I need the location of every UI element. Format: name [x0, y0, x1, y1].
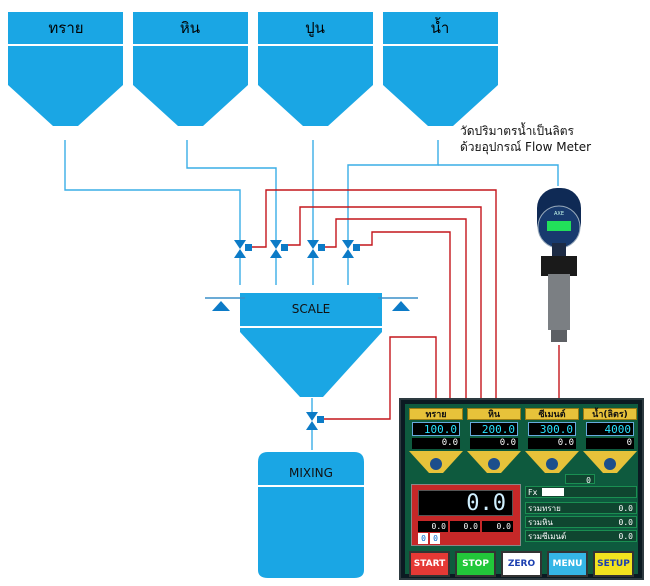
hmi-cone-icon [525, 451, 579, 473]
hmi-card-water: น้ำ(ลิตร) 4000 0 [583, 408, 637, 482]
hmi-card-stone: หิน 200.0 0.0 [467, 408, 521, 482]
hmi-card-cement: ซีเมนต์ 300.0 0.0 [525, 408, 579, 482]
hmi-panel: ทราย 100.0 0.0 หิน 200.0 0.0 ซีเมนต์ 300… [399, 398, 644, 580]
small-value: 0.0 [482, 521, 513, 532]
hmi-card-sand: ทราย 100.0 0.0 [409, 408, 463, 482]
fx-input[interactable] [542, 488, 564, 496]
flow-note-line1: วัดปริมาตรน้ำเป็นลิตร [460, 124, 574, 138]
small-value: 0 [430, 533, 440, 544]
total-row-stone: รวมหิน 0.0 [525, 516, 637, 528]
setpoint-field[interactable]: 100.0 [412, 422, 460, 436]
flow-meter-icon [537, 188, 581, 342]
total-value: 0.0 [618, 518, 633, 527]
hmi-card-head: หิน [467, 408, 521, 420]
hmi-screen: ทราย 100.0 0.0 หิน 200.0 0.0 ซีเมนต์ 300… [405, 404, 638, 577]
flow-note-line2: ด้วยอุปกรณ์ Flow Meter [460, 140, 592, 154]
hopper-label-water: น้ำ [431, 17, 450, 37]
fx-label: Fx [528, 488, 538, 497]
setpoint-field[interactable]: 4000 [586, 422, 634, 436]
feed-pipes [64, 140, 559, 450]
hmi-card-head: ทราย [409, 408, 463, 420]
mixer-tank [258, 452, 364, 578]
total-label: รวมหิน [528, 518, 553, 527]
total-value: 0.0 [618, 532, 633, 541]
top-right-value: 0 [586, 476, 591, 485]
weight-readout: 0.0 [418, 490, 513, 516]
totals-grid: 0 Fx รวมทราย 0.0 รวมหิน 0.0 รวมซีเมนต์ 0… [525, 474, 637, 544]
valve-sand [234, 240, 252, 258]
total-label: รวมซีเมนต์ [528, 532, 567, 541]
hopper-label-stone: หิน [180, 19, 200, 37]
hopper-label-sand: ทราย [48, 19, 83, 37]
valve-stone [270, 240, 288, 258]
zero-button[interactable]: ZERO [501, 551, 542, 577]
hopper-label-cement: ปูน [305, 19, 325, 37]
small-value: 0.0 [418, 521, 448, 532]
setpoint-field[interactable]: 300.0 [528, 422, 576, 436]
hmi-cone-icon [467, 451, 521, 473]
weight-display-box: 0.0 0.0 0.0 0.0 0 0 [411, 484, 521, 546]
valve-scale-discharge [306, 412, 324, 430]
signal-lines [251, 189, 560, 420]
total-row-sand: รวมทราย 0.0 [525, 502, 637, 514]
load-cell-left-icon [212, 301, 230, 311]
hmi-card-head: น้ำ(ลิตร) [583, 408, 637, 420]
actual-value: 0.0 [528, 438, 576, 449]
mixer-label: MIXING [289, 466, 333, 480]
actual-value: 0.0 [470, 438, 518, 449]
actual-value: 0 [586, 438, 634, 449]
load-cell-right-icon [392, 301, 410, 311]
total-value: 0.0 [618, 504, 633, 513]
hopper-sand [8, 12, 123, 126]
scale-hopper [205, 293, 418, 397]
valve-water [342, 240, 360, 258]
small-value: 0.0 [450, 521, 480, 532]
hopper-cement [258, 12, 373, 126]
hmi-card-head: ซีเมนต์ [525, 408, 579, 420]
menu-button[interactable]: MENU [547, 551, 588, 577]
total-label: รวมทราย [528, 504, 561, 513]
actual-value: 0.0 [412, 438, 460, 449]
valve-cement [307, 240, 325, 258]
total-row-cement: รวมซีเมนต์ 0.0 [525, 530, 637, 542]
fx-row: Fx [525, 486, 637, 498]
start-button[interactable]: START [409, 551, 450, 577]
hopper-water [383, 12, 498, 126]
hopper-stone [133, 12, 248, 126]
stop-button[interactable]: STOP [455, 551, 496, 577]
small-value: 0 [418, 533, 428, 544]
scale-label: SCALE [292, 302, 330, 316]
setpoint-field[interactable]: 200.0 [470, 422, 518, 436]
hmi-cone-icon [409, 451, 463, 473]
hmi-cone-icon [583, 451, 637, 473]
flow-meter-display: AXE [554, 211, 564, 217]
setup-button[interactable]: SETUP [593, 551, 634, 577]
top-right-cell: 0 [565, 474, 595, 485]
